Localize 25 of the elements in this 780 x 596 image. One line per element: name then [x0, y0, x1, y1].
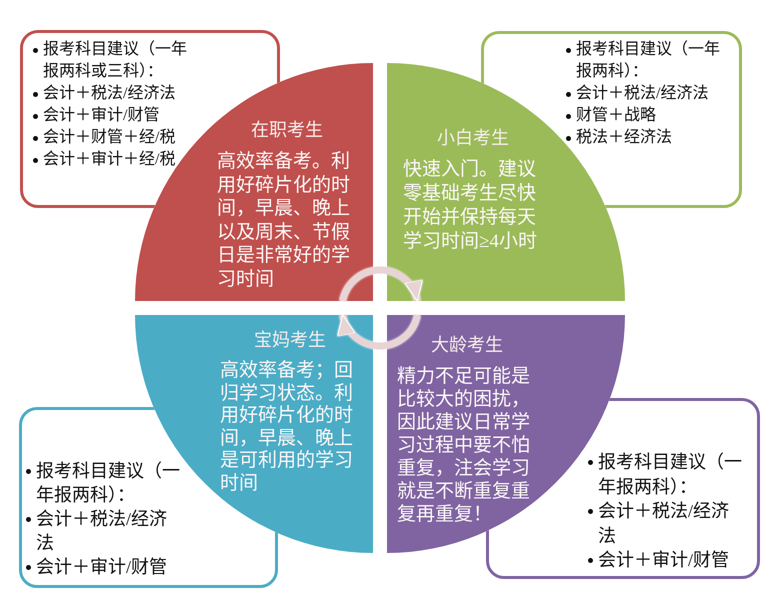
list-item-text: 会计＋税法/经济法 — [598, 500, 730, 548]
list-item-text: 会计＋财管＋经/税 — [43, 127, 176, 148]
sector-description: 快速入门。建议零基础考生尽快开始并保持每天学习时间≥4小时 — [403, 158, 538, 254]
list-item-text: 会计＋税法/经济法 — [576, 84, 708, 104]
list-item-text: 报考科目建议（一年报两科或三科）： — [43, 39, 188, 82]
list-item-text: 会计＋税法/经济法 — [43, 84, 176, 104]
list-item-text: 会计＋审计/财管 — [598, 549, 730, 572]
list-item-text: 报考科目建议（一年报两科）： — [598, 451, 743, 498]
sector-description: 精力不足可能是比较大的困扰，因此建议日常学习过程中要不怕重复，注会学习就是不断重复重复再重复！ — [397, 365, 531, 526]
list-item-text: 会计＋审计＋经/税 — [43, 150, 176, 170]
sector-title: 在职考生 — [251, 119, 323, 141]
sector-description: 高效率备考。利用好碎片化的时间，早晨、晚上以及周末、节假日是非常好的学习时间 — [217, 150, 351, 291]
list-item-text: 会计＋税法/经济法 — [36, 508, 168, 555]
sector-title: 小白考生 — [437, 127, 509, 149]
cycle-arrow — [338, 314, 421, 350]
sector-title: 大龄考生 — [431, 334, 503, 356]
cycle-arrow — [339, 266, 422, 302]
sector-title: 宝妈考生 — [254, 329, 326, 351]
list-item-text: 税法＋经济法 — [576, 128, 672, 148]
list-item-text: 会计＋审计/财管 — [43, 105, 160, 126]
list-item-text: 会计＋审计/财管 — [36, 556, 168, 579]
sector-description: 高效率备考；回归学习状态。利用好碎片化的时间，早晨、晚上是可利用的学习时间 — [220, 360, 354, 495]
list-item-text: 报考科目建议（一年报两科）： — [36, 460, 181, 507]
list-item-text: 财管＋战略 — [576, 105, 656, 126]
list-item-text: 报考科目建议（一年报两科）： — [576, 39, 721, 82]
